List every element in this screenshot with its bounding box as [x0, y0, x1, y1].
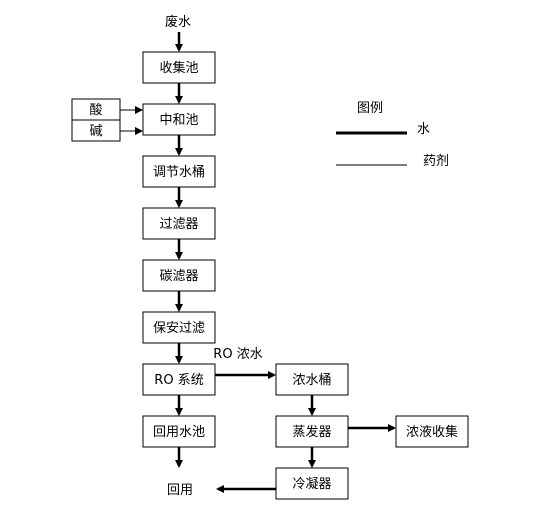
concentrate-collection-label: 浓液收集 — [406, 424, 458, 440]
concentrate-tank-label: 浓水桶 — [292, 373, 331, 388]
collection-tank-box: 收集池 — [142, 51, 216, 84]
ro-concentrate-label: RO 浓水 — [213, 347, 262, 362]
legend: 图例 水 药剂 — [336, 101, 449, 169]
acid-label: 酸 — [89, 103, 102, 118]
legend-title: 图例 — [357, 101, 383, 116]
safety-filter-label: 保安过滤 — [153, 321, 205, 336]
ro-system-label: RO 系统 — [154, 373, 203, 388]
reuse-pool-label: 回用水池 — [153, 425, 205, 440]
regulating-tank-label: 调节水桶 — [153, 165, 205, 180]
regulating-tank-box: 调节水桶 — [142, 155, 216, 188]
condenser-label: 冷凝器 — [292, 476, 331, 492]
concentrate-tank-box: 浓水桶 — [275, 363, 349, 396]
alkali-box: 碱 — [71, 119, 121, 142]
safety-filter-box: 保安过滤 — [142, 311, 216, 344]
legend-water-label: 水 — [417, 122, 430, 137]
legend-chemical-label: 药剂 — [423, 154, 449, 169]
neutralization-tank-label: 中和池 — [159, 113, 198, 128]
carbon-filter-box: 碳滤器 — [142, 259, 216, 292]
alkali-label: 碱 — [89, 124, 102, 139]
ro-system-box: RO 系统 — [142, 363, 216, 396]
acid-box: 酸 — [71, 98, 121, 121]
collection-tank-label: 收集池 — [159, 60, 198, 76]
concentrate-collection-box: 浓液收集 — [395, 415, 469, 448]
filter-box: 过滤器 — [142, 207, 216, 240]
filter-label: 过滤器 — [159, 217, 198, 232]
reuse-pool-box: 回用水池 — [142, 415, 216, 448]
carbon-filter-label: 碳滤器 — [159, 269, 198, 284]
wastewater-label: 废水 — [165, 14, 191, 30]
reuse-label: 回用 — [167, 483, 193, 498]
evaporator-box: 蒸发器 — [275, 415, 349, 448]
condenser-box: 冷凝器 — [275, 467, 349, 500]
neutralization-tank-box: 中和池 — [142, 103, 216, 136]
evaporator-label: 蒸发器 — [292, 424, 331, 440]
